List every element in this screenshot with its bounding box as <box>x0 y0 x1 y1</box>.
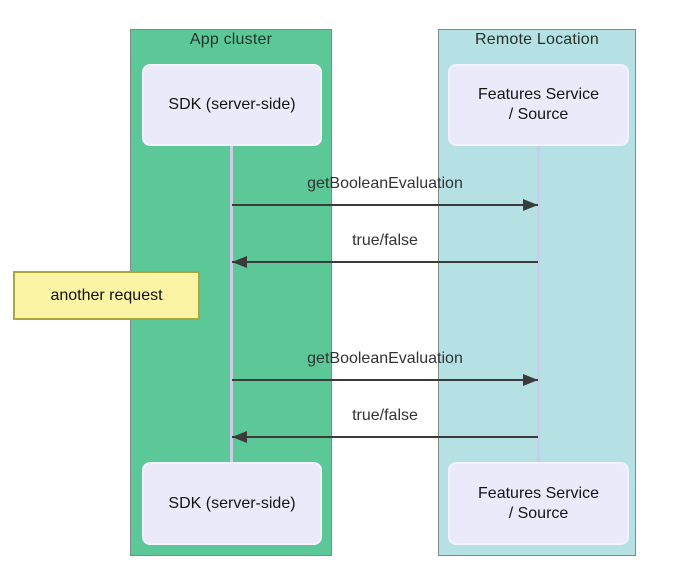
participant-sdk-top: SDK (server-side) <box>142 64 322 146</box>
arrowhead-right-icon <box>523 199 538 211</box>
message-arrow-2 <box>232 261 538 263</box>
participant-sdk-bottom: SDK (server-side) <box>142 462 322 545</box>
message-label-get-boolean-evaluation-1: getBooleanEvaluation <box>307 175 463 192</box>
message-label-true-false-2: true/false <box>352 407 418 424</box>
message-label-get-boolean-evaluation-2: getBooleanEvaluation <box>307 350 463 367</box>
arrowhead-left-icon <box>232 256 247 268</box>
message-label-true-false-1: true/false <box>352 232 418 249</box>
message-arrow-3 <box>232 379 538 381</box>
arrowhead-left-icon <box>232 431 247 443</box>
arrowhead-right-icon <box>523 374 538 386</box>
note-another-request: another request <box>13 271 200 320</box>
message-arrow-1 <box>232 204 538 206</box>
participant-features-service-top: Features Service / Source <box>448 64 629 146</box>
lifeline-features-service <box>537 146 540 462</box>
lifeline-sdk <box>230 146 233 462</box>
group-app-cluster-label: App cluster <box>189 31 273 48</box>
message-arrow-4 <box>232 436 538 438</box>
participant-features-service-bottom: Features Service / Source <box>448 462 629 545</box>
group-remote-location-label: Remote Location <box>475 31 599 48</box>
